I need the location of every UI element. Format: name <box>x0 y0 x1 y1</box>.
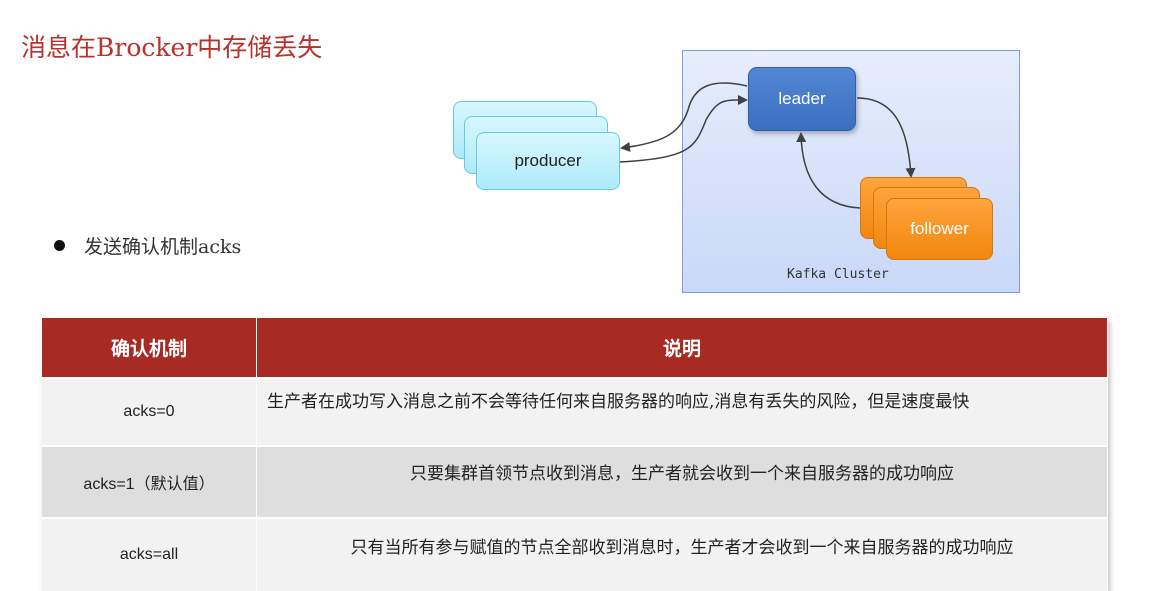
bullet-dot-icon <box>54 240 65 251</box>
table-row: acks=all 只有当所有参与赋值的节点全部收到消息时，生产者才会收到一个来自… <box>42 517 1108 591</box>
table-header-row: 确认机制 说明 <box>42 318 1108 378</box>
bullet-text: 发送确认机制acks <box>84 236 242 258</box>
follower-to-leader-arrow <box>796 132 861 209</box>
leader-to-follower-arrow <box>856 97 916 178</box>
leader-node: leader <box>748 67 856 131</box>
producer-to-leader-arrow <box>619 94 748 163</box>
ack-key-cell: acks=0 <box>42 377 257 446</box>
header-description: 说明 <box>256 318 1108 378</box>
ack-key-cell: acks=all <box>42 517 257 591</box>
follower-label: follower <box>910 219 969 238</box>
table-row: acks=1（默认值） 只要集群首领节点收到消息，生产者就会收到一个来自服务器的… <box>42 445 1108 518</box>
producer-label: producer <box>514 151 582 170</box>
ack-desc-cell: 只要集群首领节点收到消息，生产者就会收到一个来自服务器的成功响应 <box>256 445 1108 518</box>
leader-to-producer-arrow <box>620 82 748 152</box>
ack-desc-cell: 生产者在成功写入消息之前不会等待任何来自服务器的响应,消息有丢失的风险，但是速度… <box>256 377 1108 446</box>
header-ack-mechanism: 确认机制 <box>42 318 257 378</box>
slide-title: 消息在Brocker中存储丢失 <box>21 33 323 62</box>
ack-desc-cell: 只有当所有参与赋值的节点全部收到消息时，生产者才会收到一个来自服务器的成功响应 <box>256 517 1108 591</box>
follower-node <box>886 198 993 260</box>
producer-node <box>476 132 620 190</box>
kafka-cluster-label: Kafka Cluster <box>787 267 889 282</box>
ack-key-cell: acks=1（默认值） <box>42 445 257 518</box>
bullet-item: 发送确认机制acks <box>54 232 241 259</box>
acks-table: 确认机制 说明 acks=0 生产者在成功写入消息之前不会等待任何来自服务器的响… <box>42 318 1108 591</box>
table-row: acks=0 生产者在成功写入消息之前不会等待任何来自服务器的响应,消息有丢失的… <box>42 377 1108 446</box>
